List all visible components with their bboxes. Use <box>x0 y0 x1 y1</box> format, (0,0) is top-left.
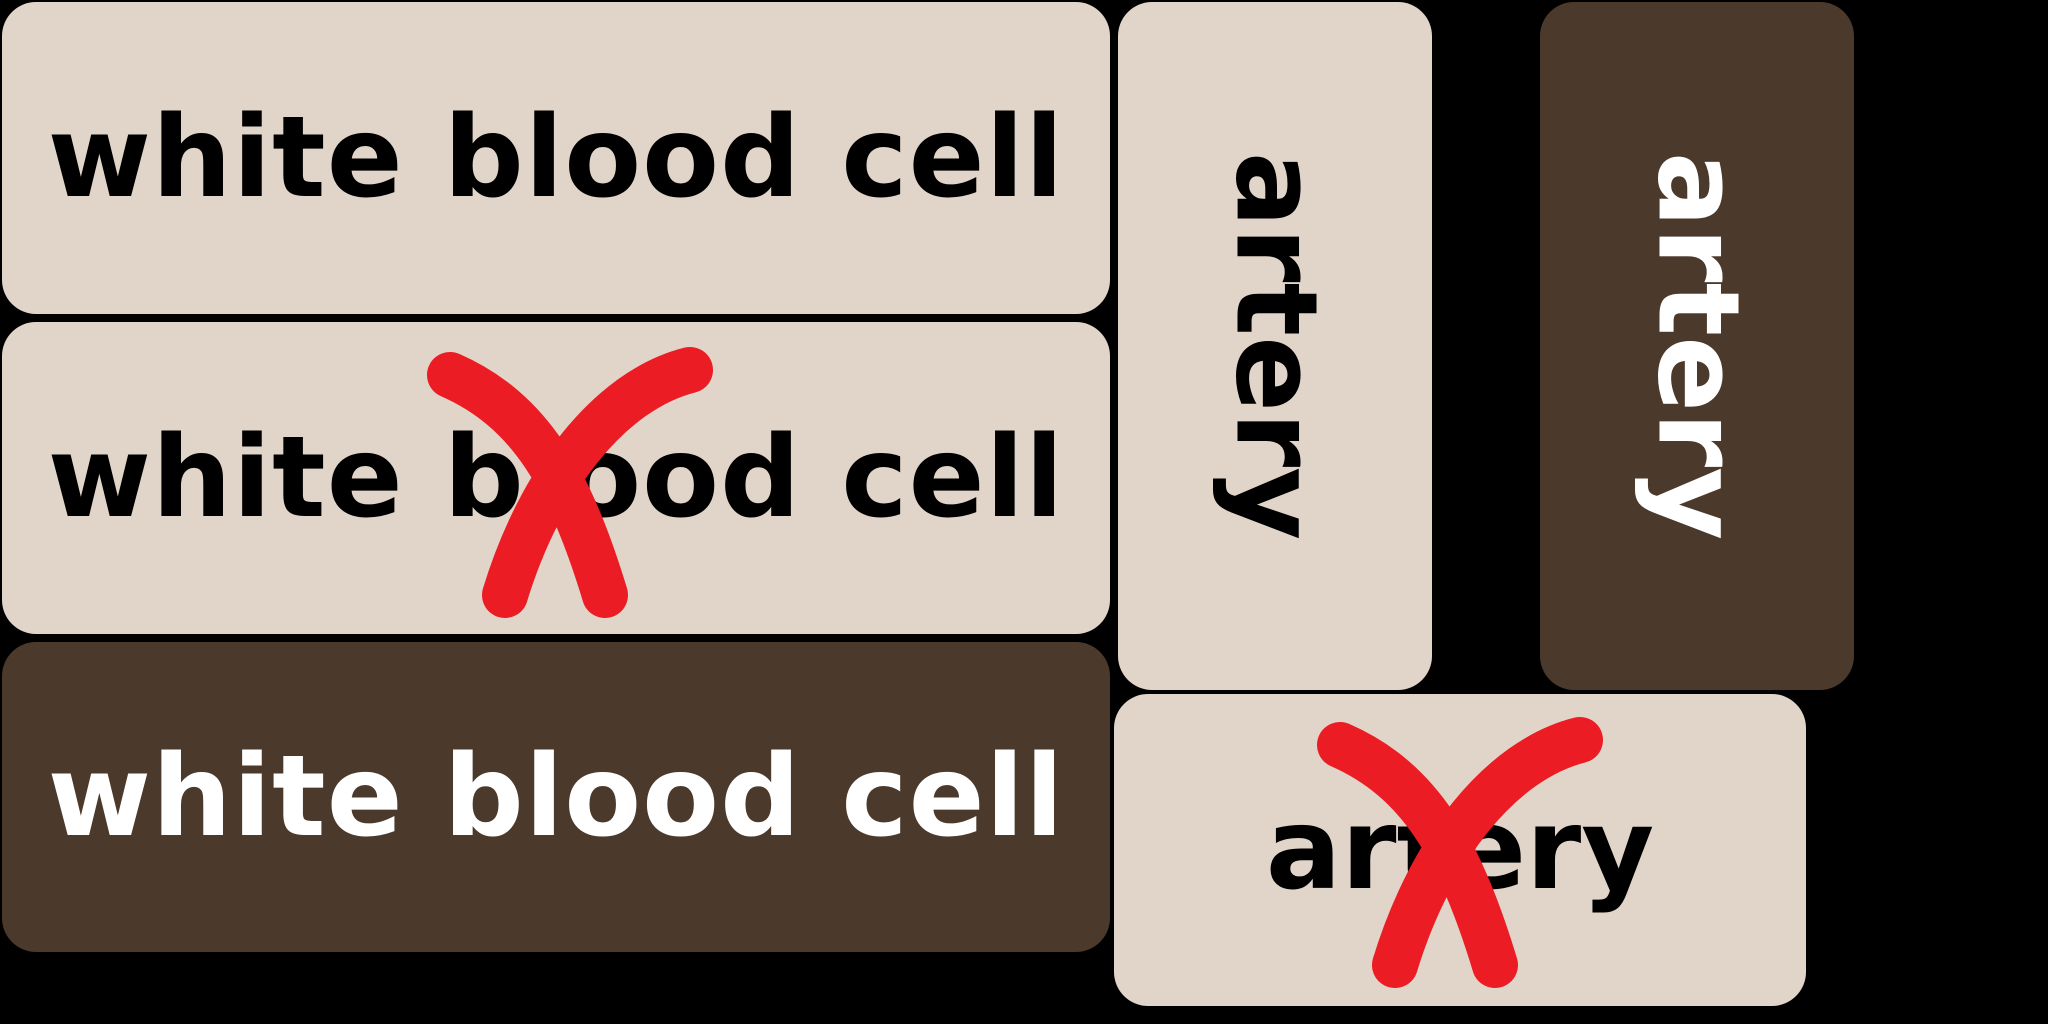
card-label: artery <box>1632 151 1762 541</box>
artery-card-vertical-light[interactable]: artery <box>1118 2 1432 690</box>
white-blood-cell-card-crossed[interactable]: white blood cell <box>2 322 1110 634</box>
artery-card-horizontal-crossed[interactable]: artery <box>1114 694 1806 1006</box>
card-label: white blood cell <box>47 732 1065 862</box>
card-label: artery <box>1210 151 1340 541</box>
card-label: artery <box>1265 785 1655 915</box>
artery-card-vertical-dark[interactable]: artery <box>1540 2 1854 690</box>
white-blood-cell-card-light[interactable]: white blood cell <box>2 2 1110 314</box>
card-label: white blood cell <box>47 93 1065 223</box>
white-blood-cell-card-dark[interactable]: white blood cell <box>2 642 1110 952</box>
card-label: white blood cell <box>47 413 1065 543</box>
